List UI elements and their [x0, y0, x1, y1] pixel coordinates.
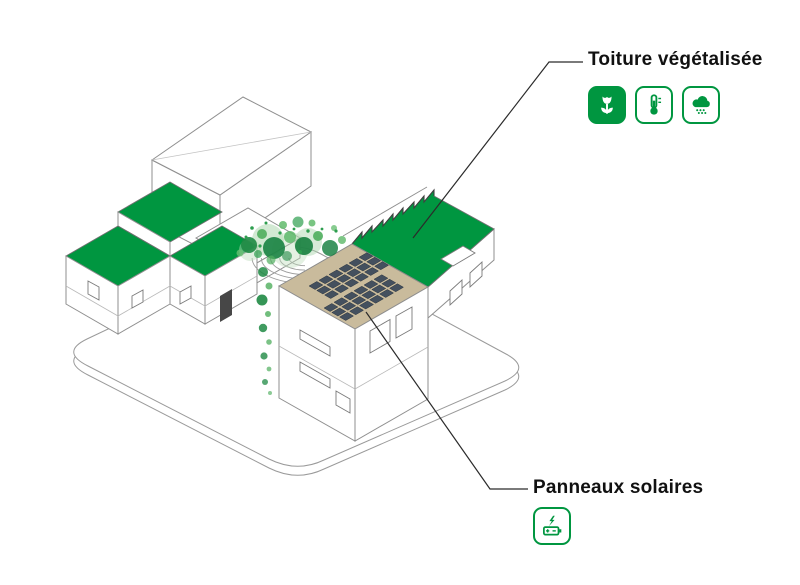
window: [87, 280, 100, 301]
stair-stringer-line: [342, 186, 428, 237]
window: [131, 289, 144, 309]
doorway: [220, 289, 232, 322]
window: [335, 390, 351, 414]
roof-notch: [440, 245, 476, 267]
front-facades: [278, 285, 429, 442]
green-roof-right: [342, 186, 495, 288]
window: [449, 278, 463, 307]
cascading-planting: [256, 267, 273, 395]
leader-line-solar: [365, 311, 528, 490]
window-slot: [299, 329, 331, 357]
thermometer-icon: [635, 86, 673, 124]
window: [395, 306, 413, 339]
green-roof-label: Toiture végétalisée: [588, 49, 763, 70]
left-wing-walls: [65, 245, 258, 335]
window: [369, 318, 391, 354]
cloud-particles-icon: [682, 86, 720, 124]
solar-roof-building: [277, 243, 430, 442]
solar-label: Panneaux solaires: [533, 477, 704, 498]
battery-icon: [533, 507, 571, 545]
green-roof-icons: [588, 86, 720, 124]
solar-icons: [533, 507, 571, 545]
stepped-roof-edge: [351, 188, 435, 245]
window: [179, 285, 192, 305]
left-wing: [65, 181, 258, 335]
flower-icon: [588, 86, 626, 124]
window: [469, 260, 483, 289]
leader-line-green-roof: [412, 61, 583, 239]
courtyard-vegetation: [236, 216, 346, 395]
window-slot: [299, 361, 331, 389]
